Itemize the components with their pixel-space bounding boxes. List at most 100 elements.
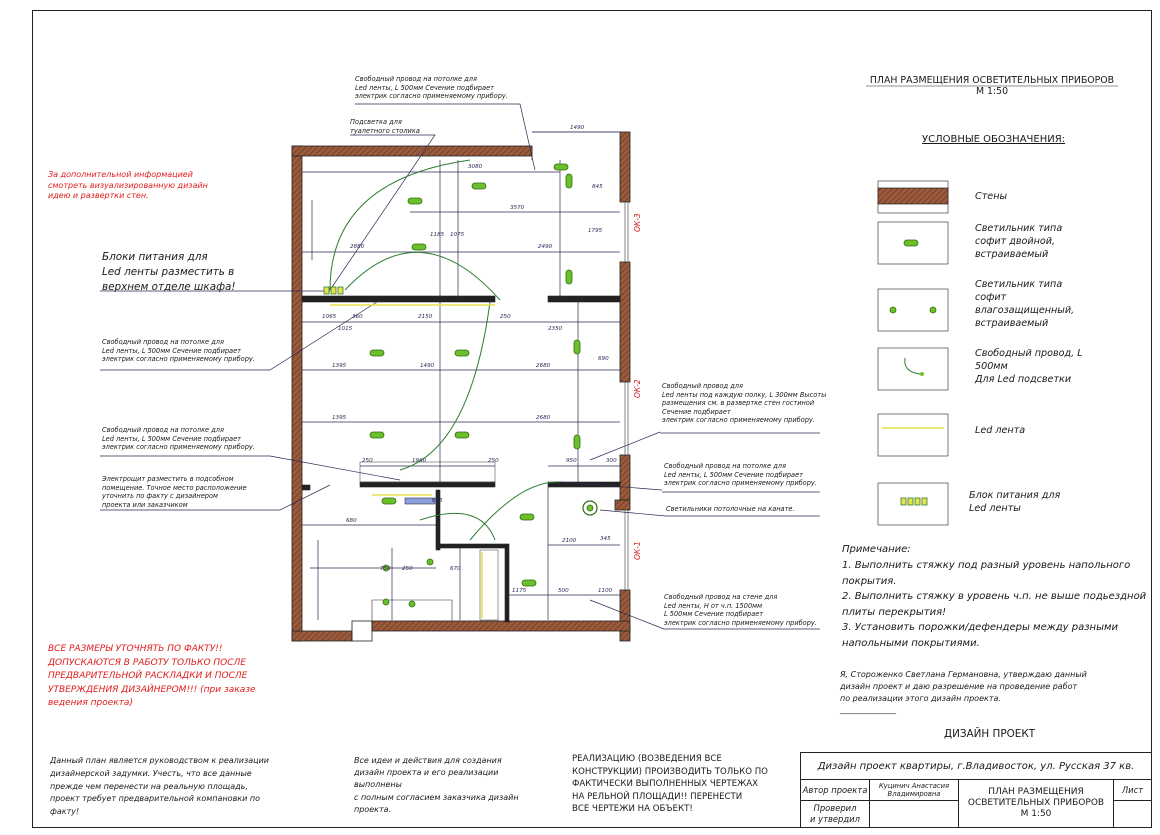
- title-block-author-name: Куцинич Анастасия Владимировна: [869, 779, 959, 801]
- svg-text:1490: 1490: [570, 125, 585, 131]
- svg-text:1395: 1395: [332, 415, 347, 421]
- note-all-dimensions: ВСЕ РАЗМЕРЫ УТОЧНЯТЬ ПО ФАКТУ!! ДОПУСКАЮ…: [48, 644, 256, 708]
- waterproof-spotlights: [382, 500, 598, 608]
- wall-right-top: [619, 131, 631, 203]
- window-ok2: ОК-2: [633, 379, 642, 398]
- note-wire-3: Свободный провод на потолке для Led лент…: [664, 462, 817, 488]
- sheet-title: ПЛАН РАЗМЕЩЕНИЯ ОСВЕТИТЕЛЬНЫХ ПРИБОРОВ М…: [866, 75, 1118, 97]
- note-shelf-wire: Свободный провод для Led ленты под кажду…: [662, 382, 827, 425]
- note-visualization: За дополнительной информацией смотреть в…: [48, 170, 208, 200]
- note-power-blocks: Блоки питания для Led ленты разместить в…: [102, 251, 236, 293]
- title-block-sheet-name: ПЛАН РАЗМЕЩЕНИЯ ОСВЕТИТЕЛЬНЫХ ПРИБОРОВ М…: [958, 779, 1114, 828]
- svg-text:665: 665: [432, 498, 443, 504]
- svg-text:2880: 2880: [350, 244, 365, 250]
- legend-waterproof-spotlight: Светильник типа софит влагозащищенный, в…: [975, 279, 1075, 329]
- title-block-signature: [869, 800, 959, 828]
- svg-text:250: 250: [500, 314, 511, 320]
- svg-text:2680: 2680: [536, 415, 551, 421]
- svg-text:3080: 3080: [468, 164, 483, 170]
- note-ideas: Все идеи и действия для создания дизайн …: [354, 756, 519, 814]
- note-toilet-lighting: Подсветка для туалетного столика: [350, 118, 420, 135]
- legend-symbols: [877, 180, 949, 526]
- double-spotlights: [369, 163, 581, 587]
- note-realization: РЕАЛИЗАЦИЮ (ВОЗВЕДЕНИЯ ВСЕ КОНСТРУКЦИИ) …: [572, 754, 768, 815]
- note-guide: Данный план является руководством к реал…: [50, 756, 269, 817]
- legend-power-block: Блок питания для Led ленты: [969, 490, 1061, 514]
- wall-right-mid: [619, 261, 631, 383]
- svg-text:1185: 1185: [430, 232, 445, 238]
- remark-text: 1. Выполнить стяжку под разный уровень н…: [842, 560, 1147, 649]
- wall-top-left: [291, 145, 533, 157]
- design-project-label: ДИЗАЙН ПРОЕКТ: [944, 728, 1036, 740]
- svg-text:1100: 1100: [598, 588, 613, 594]
- drawing-frame: [32, 10, 1152, 828]
- svg-text:300: 300: [606, 458, 617, 464]
- svg-text:1015: 1015: [338, 326, 353, 332]
- svg-text:2350: 2350: [548, 326, 563, 332]
- sheet-title-line1: ПЛАН РАЗМЕЩЕНИЯ ОСВЕТИТЕЛЬНЫХ ПРИБОРОВ: [869, 75, 1115, 86]
- wire-arcs: [329, 159, 561, 541]
- window-ok1: ОК-1: [633, 541, 642, 560]
- legend-led-strip: Led лента: [975, 425, 1026, 436]
- svg-text:950: 950: [566, 458, 577, 464]
- title-block-project: Дизайн проект квартиры, г.Владивосток, у…: [800, 752, 1152, 780]
- title-block-author-label: Автор проекта: [800, 779, 870, 801]
- legend-double-spotlight: Светильник типа софит двойной, встраивае…: [975, 223, 1063, 260]
- window-ok3: ОК-3: [633, 213, 642, 232]
- svg-text:1075: 1075: [450, 232, 465, 238]
- walls: [291, 131, 631, 642]
- svg-text:2100: 2100: [562, 538, 577, 544]
- led-strips: [330, 304, 495, 618]
- note-electric-panel: Электрощит разместить в подсобном помеще…: [102, 475, 247, 509]
- svg-text:690: 690: [598, 356, 609, 362]
- wall-right-lower: [619, 454, 631, 501]
- svg-text:345: 345: [600, 536, 611, 542]
- svg-text:750: 750: [380, 566, 391, 572]
- svg-text:2490: 2490: [538, 244, 553, 250]
- svg-text:3570: 3570: [510, 205, 525, 211]
- sheet-title-scale: М 1:50: [975, 86, 1009, 97]
- power-blocks: [323, 286, 344, 295]
- svg-text:2150: 2150: [418, 314, 433, 320]
- note-wire-1: Свободный провод на потолке для Led лент…: [102, 338, 255, 364]
- svg-text:1395: 1395: [332, 363, 347, 369]
- note-wire-2: Свободный провод на потолке для Led лент…: [102, 426, 255, 452]
- title-block: Дизайн проект квартиры, г.Владивосток, у…: [800, 752, 1152, 828]
- svg-text:845: 845: [592, 184, 603, 190]
- svg-text:680: 680: [346, 518, 357, 524]
- svg-text:1490: 1490: [420, 363, 435, 369]
- title-block-sheet-label: Лист: [1113, 779, 1152, 801]
- svg-text:1960: 1960: [412, 458, 427, 464]
- wall-right-step: [614, 499, 631, 511]
- leader-lines: [100, 103, 820, 630]
- wall-bottom-left: [291, 630, 353, 642]
- dimension-labels: 1490 3080 845 3570 2880 1075 1185 2490 1…: [322, 125, 617, 594]
- note-cable-lights: Светильники потолочные на канате.: [666, 505, 795, 513]
- wall-right-bottom: [619, 589, 631, 642]
- svg-text:360: 360: [352, 314, 363, 320]
- wall-bottom-right: [371, 620, 631, 632]
- svg-text:250: 250: [488, 458, 499, 464]
- legend-title: УСЛОВНЫЕ ОБОЗНАЧЕНИЯ:: [922, 134, 1066, 145]
- dimension-lines: [302, 131, 620, 620]
- legend-walls: Стены: [975, 191, 1008, 202]
- partitions: [301, 295, 621, 623]
- svg-text:500: 500: [558, 588, 569, 594]
- svg-text:670: 670: [450, 566, 461, 572]
- wall-left: [291, 145, 303, 642]
- svg-text:1795: 1795: [588, 228, 603, 234]
- svg-text:2680: 2680: [536, 363, 551, 369]
- legend-free-wire: Свободный провод, L 500мм Для Led подсве…: [975, 348, 1083, 385]
- approval-text: Я, Стороженко Светлана Германовна, утвер…: [840, 670, 1087, 715]
- svg-text:1175: 1175: [512, 588, 527, 594]
- title-block-checked: Проверил и утвердил: [800, 800, 870, 828]
- svg-text:1065: 1065: [322, 314, 337, 320]
- windows: [624, 202, 629, 590]
- svg-text:250: 250: [362, 458, 373, 464]
- title-block-sheet-number: [1113, 800, 1152, 828]
- remark-title: Примечание:: [842, 544, 911, 555]
- note-wire-top: Свободный провод на потолке для Led лент…: [355, 75, 508, 101]
- note-wall-led: Свободный провод на стене для Led ленты,…: [664, 593, 817, 627]
- svg-text:250: 250: [402, 566, 413, 572]
